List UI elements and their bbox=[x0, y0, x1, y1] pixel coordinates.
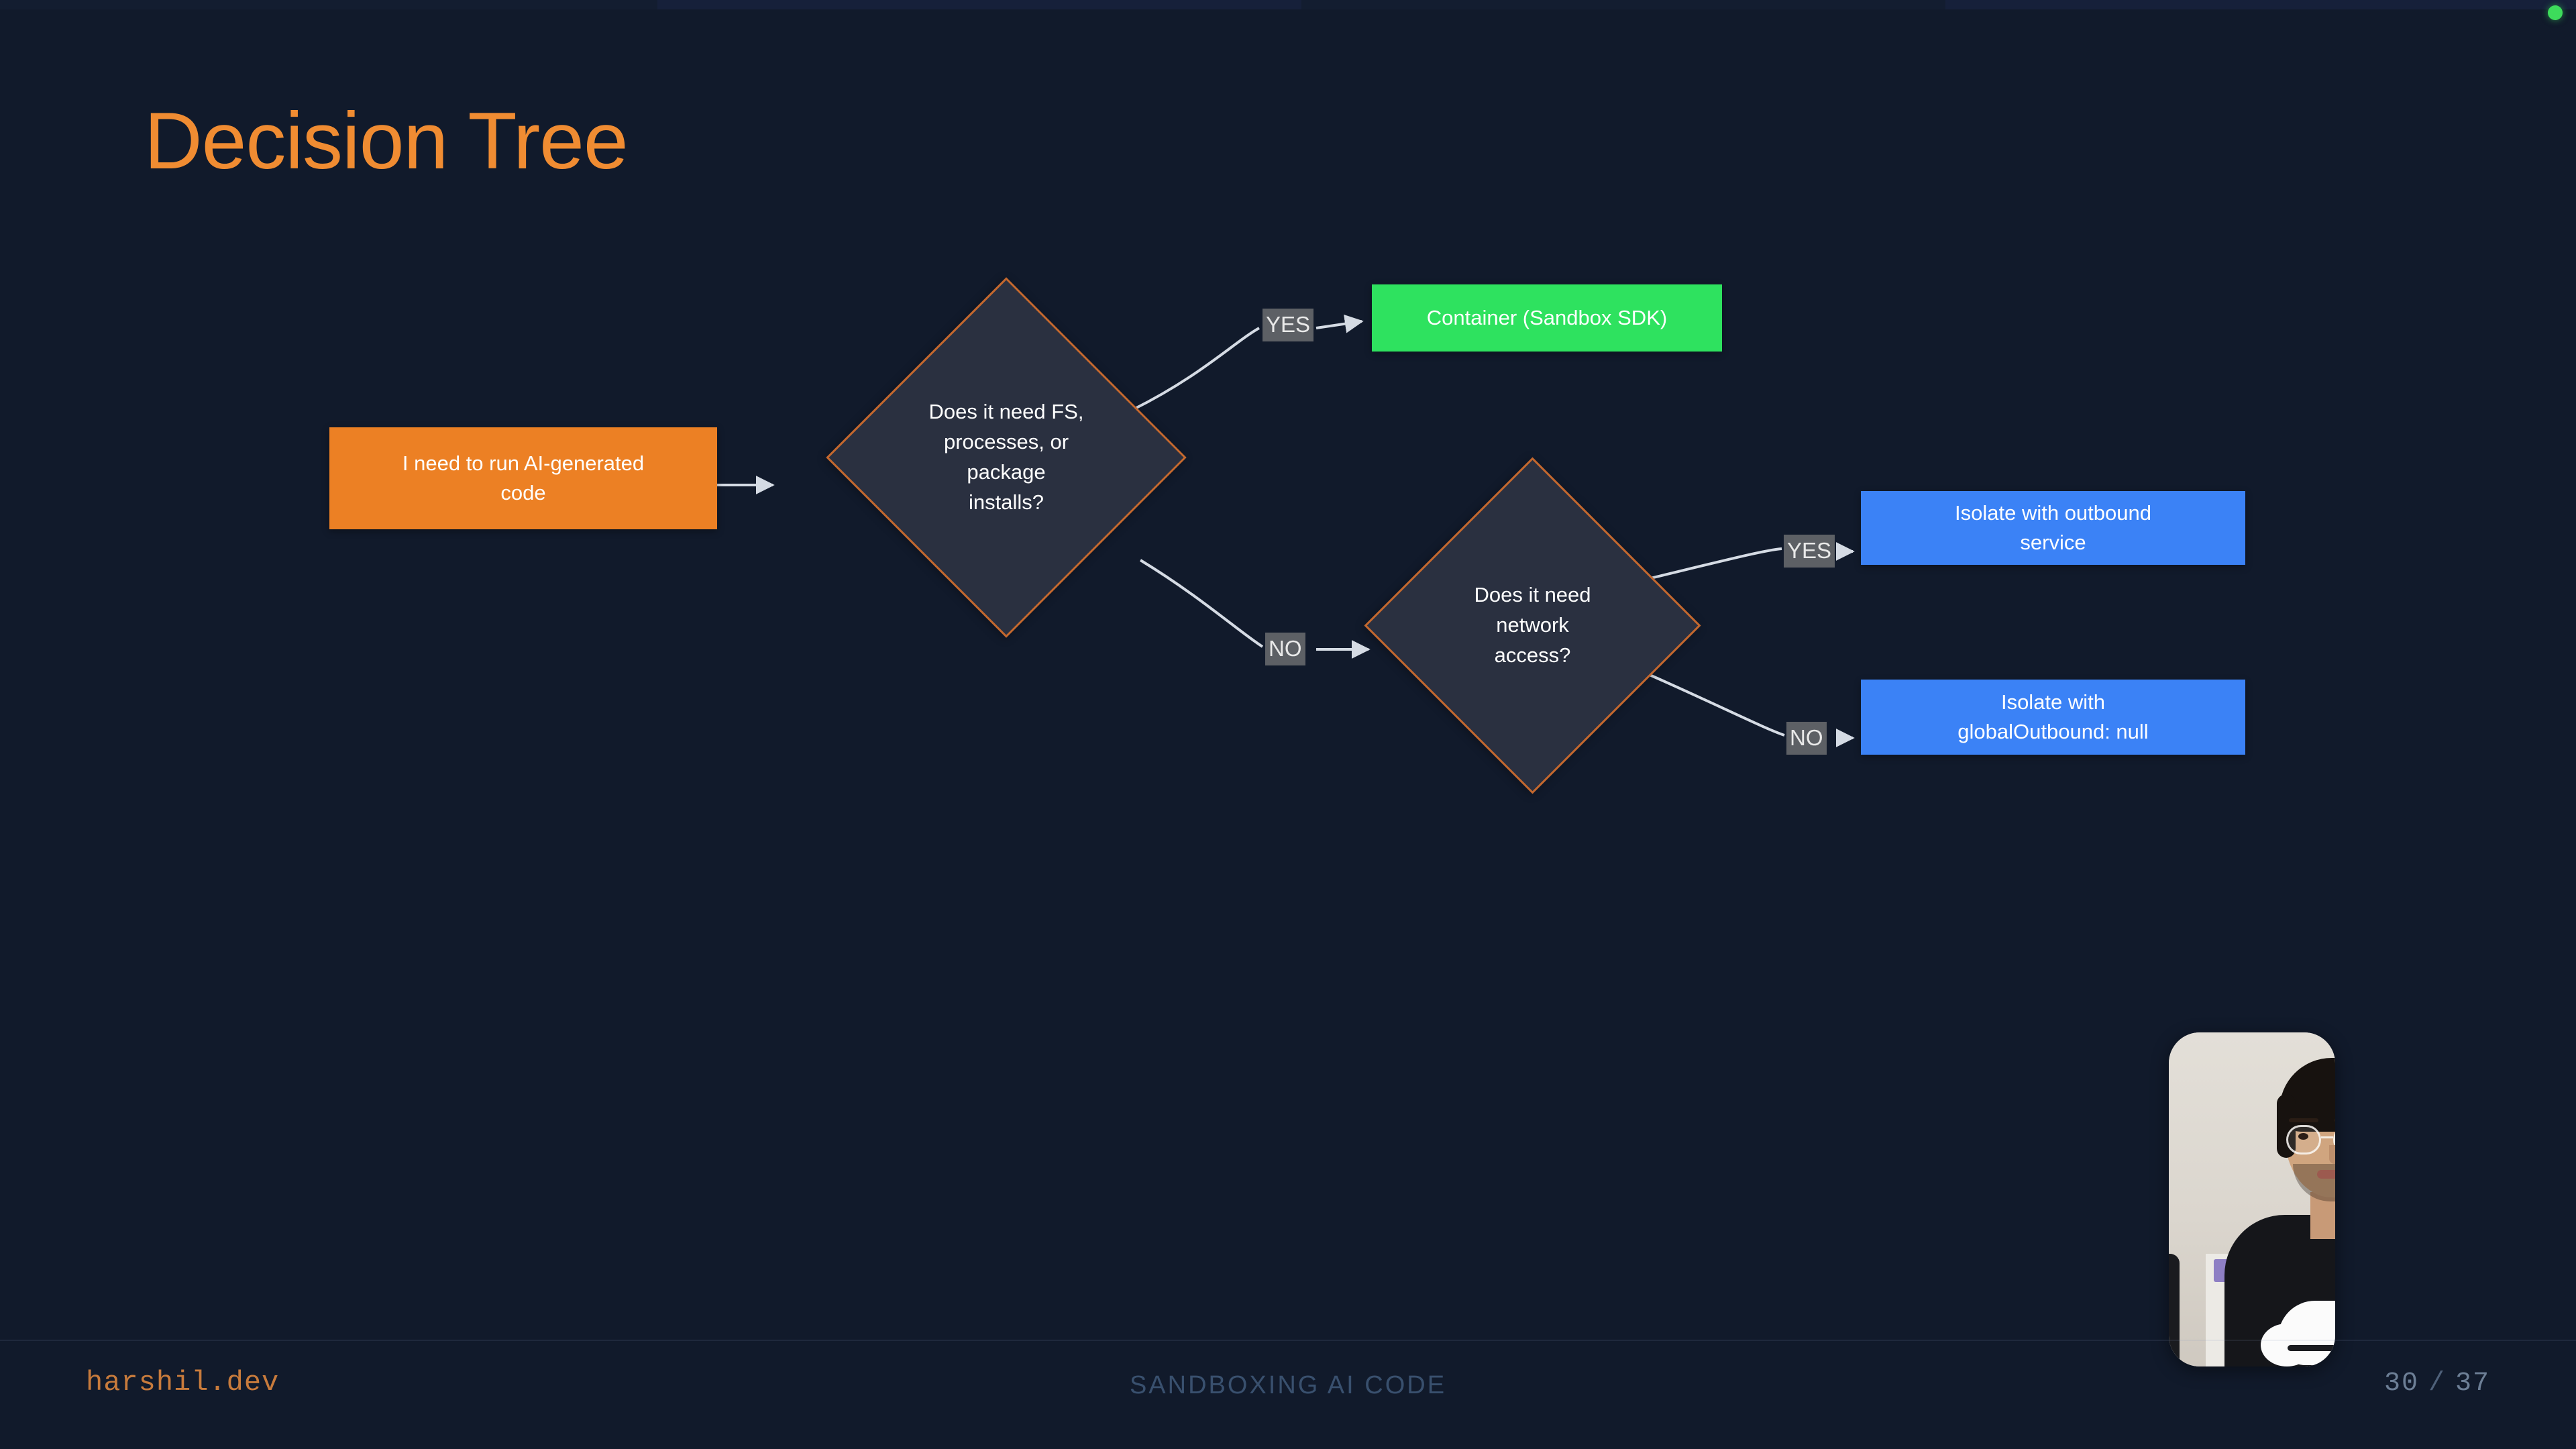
node-q1-line2: processes, or package bbox=[943, 430, 1069, 484]
presenter-webcam-overlay[interactable] bbox=[2169, 1032, 2335, 1366]
node-question-network[interactable]: Does it need network access? bbox=[1364, 457, 1701, 794]
edge-label-no-network: NO bbox=[1786, 722, 1827, 755]
node-start-line1: I need to run AI-generated bbox=[402, 451, 645, 475]
slide-progress-strip[interactable] bbox=[0, 0, 2576, 9]
recording-indicator-icon bbox=[2548, 5, 2563, 20]
node-blue1-line1: Isolate with outbound bbox=[1955, 500, 2151, 525]
edge-label-yes-network: YES bbox=[1784, 535, 1835, 568]
webcam-video-frame bbox=[2169, 1032, 2335, 1366]
edge-label-yes-filesystem: YES bbox=[1263, 309, 1314, 341]
node-green-label: Container (Sandbox SDK) bbox=[1426, 305, 1668, 329]
node-blue2-line2: globalOutbound: null bbox=[1957, 720, 2149, 743]
footer-deck-title: SANDBOXING AI CODE bbox=[1129, 1371, 1447, 1399]
node-q1-line3: installs? bbox=[969, 490, 1044, 514]
node-result-outbound-service[interactable]: Isolate with outbound service bbox=[1861, 491, 2245, 565]
node-q1-line1: Does it need FS, bbox=[928, 400, 1084, 424]
node-start-line2: code bbox=[500, 481, 546, 504]
node-q2-line1: Does it need network bbox=[1474, 583, 1591, 637]
footer-page-counter: 30 / 37 bbox=[2384, 1368, 2490, 1399]
node-blue1-line2: service bbox=[2020, 531, 2086, 554]
node-result-container-sdk[interactable]: Container (Sandbox SDK) bbox=[1372, 284, 1722, 352]
node-blue2-line1: Isolate with bbox=[2000, 690, 2106, 714]
node-question-filesystem[interactable]: Does it need FS, processes, or package i… bbox=[826, 277, 1187, 638]
slide-footer: harshil.dev SANDBOXING AI CODE 30 / 37 bbox=[0, 1350, 2576, 1424]
footer-brand[interactable]: harshil.dev bbox=[86, 1366, 280, 1399]
page-total: 37 bbox=[2455, 1368, 2490, 1399]
page-title: Decision Tree bbox=[144, 96, 629, 186]
footer-divider bbox=[0, 1340, 2576, 1341]
page-current: 30 bbox=[2383, 1368, 2419, 1399]
edge-label-no-filesystem: NO bbox=[1265, 633, 1305, 665]
node-result-global-outbound-null[interactable]: Isolate with globalOutbound: null bbox=[1861, 680, 2245, 755]
page-separator: / bbox=[2428, 1368, 2446, 1399]
node-start-box[interactable]: I need to run AI-generated code bbox=[329, 427, 717, 529]
node-q2-line2: access? bbox=[1494, 643, 1571, 667]
